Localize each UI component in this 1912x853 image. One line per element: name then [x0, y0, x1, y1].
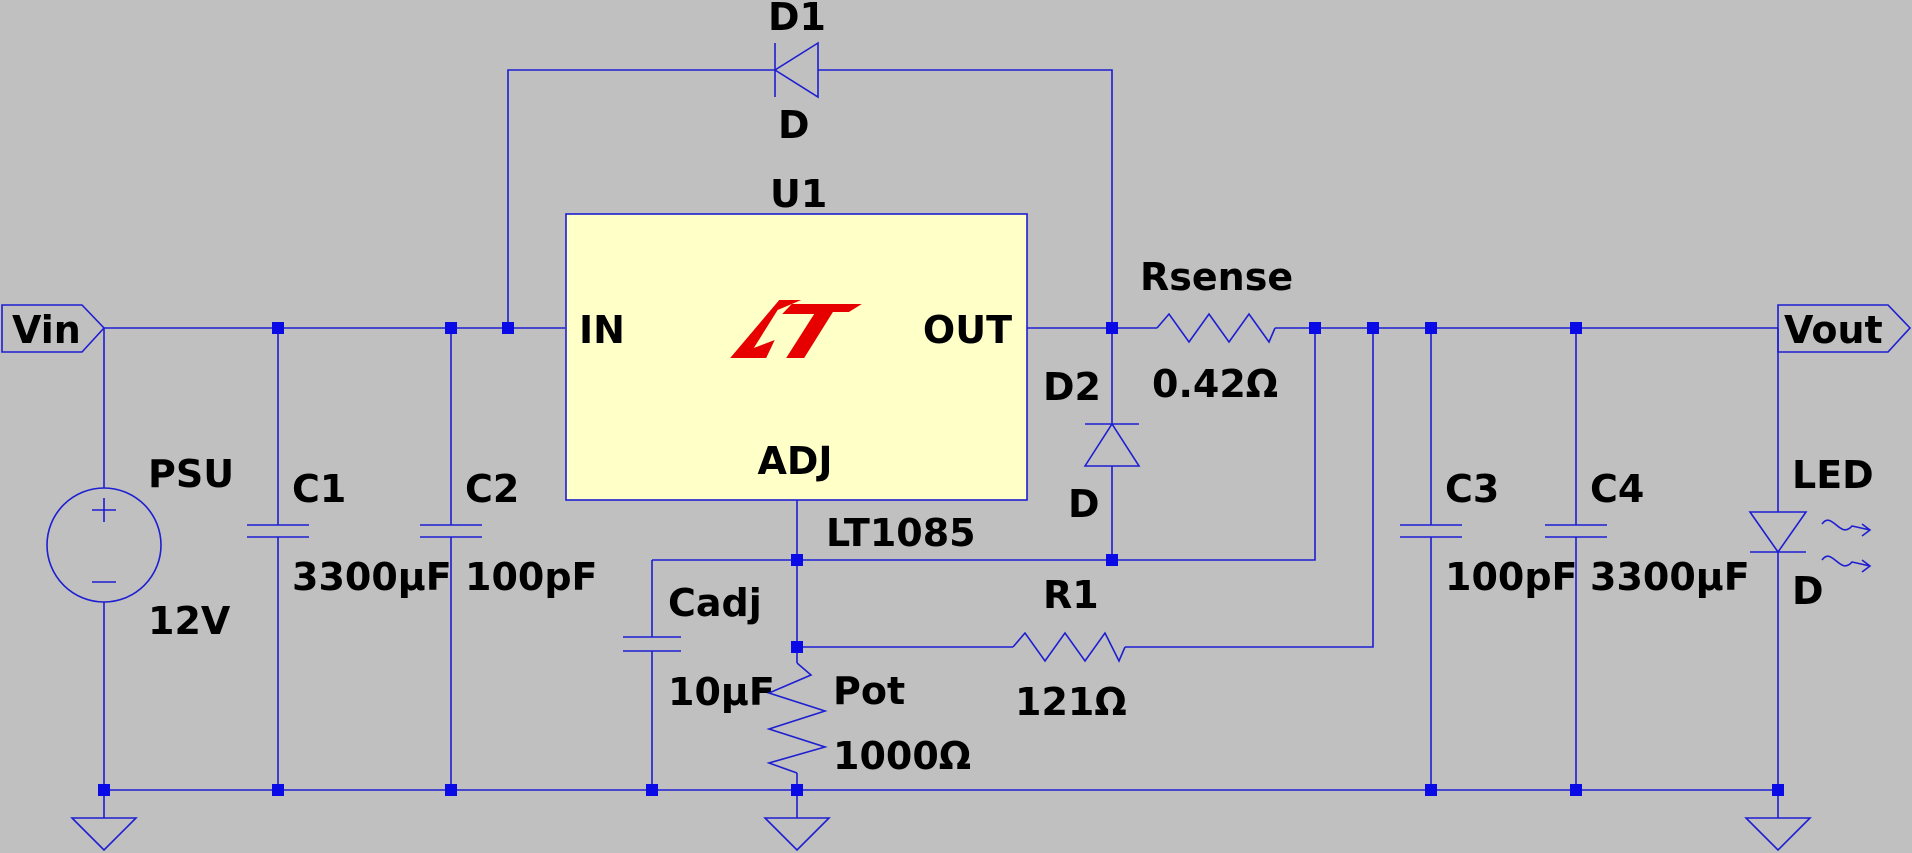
junction-node: [791, 554, 803, 566]
resistor-icon: [1012, 631, 1126, 663]
d1-name: D1: [768, 0, 826, 39]
junction-node: [1772, 784, 1784, 796]
junction-node: [791, 784, 803, 796]
capacitor-c4: C4 3300µF: [1545, 467, 1750, 599]
capacitor-c2: C2 100pF: [420, 467, 597, 599]
resistor-pot: Pot 1000Ω: [766, 662, 971, 778]
c2-name: C2: [465, 467, 519, 511]
junction-node: [445, 322, 457, 334]
vout-label: Vout: [1784, 308, 1883, 352]
capacitor-c3: C3 100pF: [1400, 467, 1577, 599]
junction-node: [646, 784, 658, 796]
psu-value: 12V: [148, 599, 231, 643]
junction-node: [1570, 784, 1582, 796]
capacitor-icon: [247, 524, 309, 538]
led-name: LED: [1792, 453, 1874, 497]
junction-node: [791, 641, 803, 653]
junction-node: [1106, 554, 1118, 566]
wire-gnd-stubs: [103, 790, 1779, 818]
diode-d2: D2 D: [1043, 365, 1141, 526]
c3-value: 100pF: [1445, 555, 1577, 599]
pot-value: 1000Ω: [833, 734, 971, 778]
c2-value: 100pF: [465, 555, 597, 599]
wire-d1-loop-left: [507, 69, 775, 328]
ground-icon: [70, 817, 138, 852]
pin-out-label: OUT: [923, 308, 1012, 352]
led-value: D: [1792, 569, 1824, 613]
junction-node: [98, 784, 110, 796]
plus-sign-icon: [92, 498, 116, 522]
junction-node: [1309, 322, 1321, 334]
junction-node: [272, 784, 284, 796]
voltage-source-icon: [46, 487, 162, 603]
junction-node: [272, 322, 284, 334]
c4-name: C4: [1590, 467, 1644, 511]
psu-name: PSU: [148, 452, 234, 496]
ground-icon: [1744, 817, 1812, 852]
r1-name: R1: [1043, 573, 1099, 617]
diode-d1: D1 D: [768, 0, 826, 147]
ground-icon: [763, 817, 831, 852]
capacitor-icon: [1400, 524, 1462, 538]
led: LED D: [1748, 453, 1874, 613]
diode-icon: [1083, 422, 1141, 467]
wire-cadj-top: [651, 559, 797, 637]
capacitor-icon: [623, 636, 681, 652]
pin-in-label: IN: [579, 308, 625, 352]
cadj-name: Cadj: [668, 581, 762, 625]
capacitor-c1: C1 3300µF: [247, 467, 452, 599]
junction-node: [1425, 784, 1437, 796]
capacitor-icon: [1545, 524, 1607, 538]
rsense-name: Rsense: [1140, 255, 1293, 299]
d2-name: D2: [1043, 365, 1101, 409]
junction-nodes: [98, 322, 1784, 796]
r1-value: 121Ω: [1015, 680, 1127, 724]
junction-node: [1570, 322, 1582, 334]
u1-name: U1: [770, 172, 827, 216]
vin-label: Vin: [12, 308, 81, 352]
ground-symbols: [70, 817, 1812, 852]
regulator-u1: U1 IN OUT ADJ LT1085: [565, 172, 1028, 555]
diode-icon: [773, 41, 819, 99]
junction-node: [1106, 322, 1118, 334]
wire-r1-right: [1125, 328, 1374, 648]
rsense-value: 0.42Ω: [1152, 362, 1278, 406]
resistor-icon: [766, 662, 828, 774]
junction-node: [1425, 322, 1437, 334]
pot-name: Pot: [833, 669, 905, 713]
net-label-vin: Vin: [1, 304, 106, 353]
psu-source: PSU 12V: [46, 452, 234, 643]
c1-value: 3300µF: [292, 555, 452, 599]
resistor-rsense: Rsense 0.42Ω: [1140, 255, 1293, 406]
linear-technology-logo-icon: [730, 300, 862, 358]
capacitor-cadj: Cadj 10µF: [623, 581, 775, 714]
c1-name: C1: [292, 467, 346, 511]
vout-flag-icon: [1777, 304, 1912, 353]
resistor-icon: [1156, 312, 1276, 344]
cadj-value: 10µF: [668, 670, 775, 714]
led-icon: [1748, 511, 1808, 554]
u1-value: LT1085: [826, 511, 976, 555]
net-label-vout: Vout: [1777, 304, 1912, 353]
wire-d1-loop-right: [818, 69, 1113, 328]
junction-node: [445, 784, 457, 796]
pin-adj-label: ADJ: [757, 439, 832, 483]
junction-node: [502, 322, 514, 334]
capacitor-icon: [420, 524, 482, 538]
light-emission-icon: [1821, 519, 1872, 573]
wire-sense-feedback: [797, 328, 1316, 561]
resistor-r1: R1 121Ω: [1012, 573, 1127, 724]
junction-node: [1367, 322, 1379, 334]
vin-flag-icon: [1, 304, 106, 353]
d1-value: D: [778, 103, 810, 147]
c4-value: 3300µF: [1590, 555, 1750, 599]
c3-name: C3: [1445, 467, 1499, 511]
d2-value: D: [1068, 482, 1100, 526]
